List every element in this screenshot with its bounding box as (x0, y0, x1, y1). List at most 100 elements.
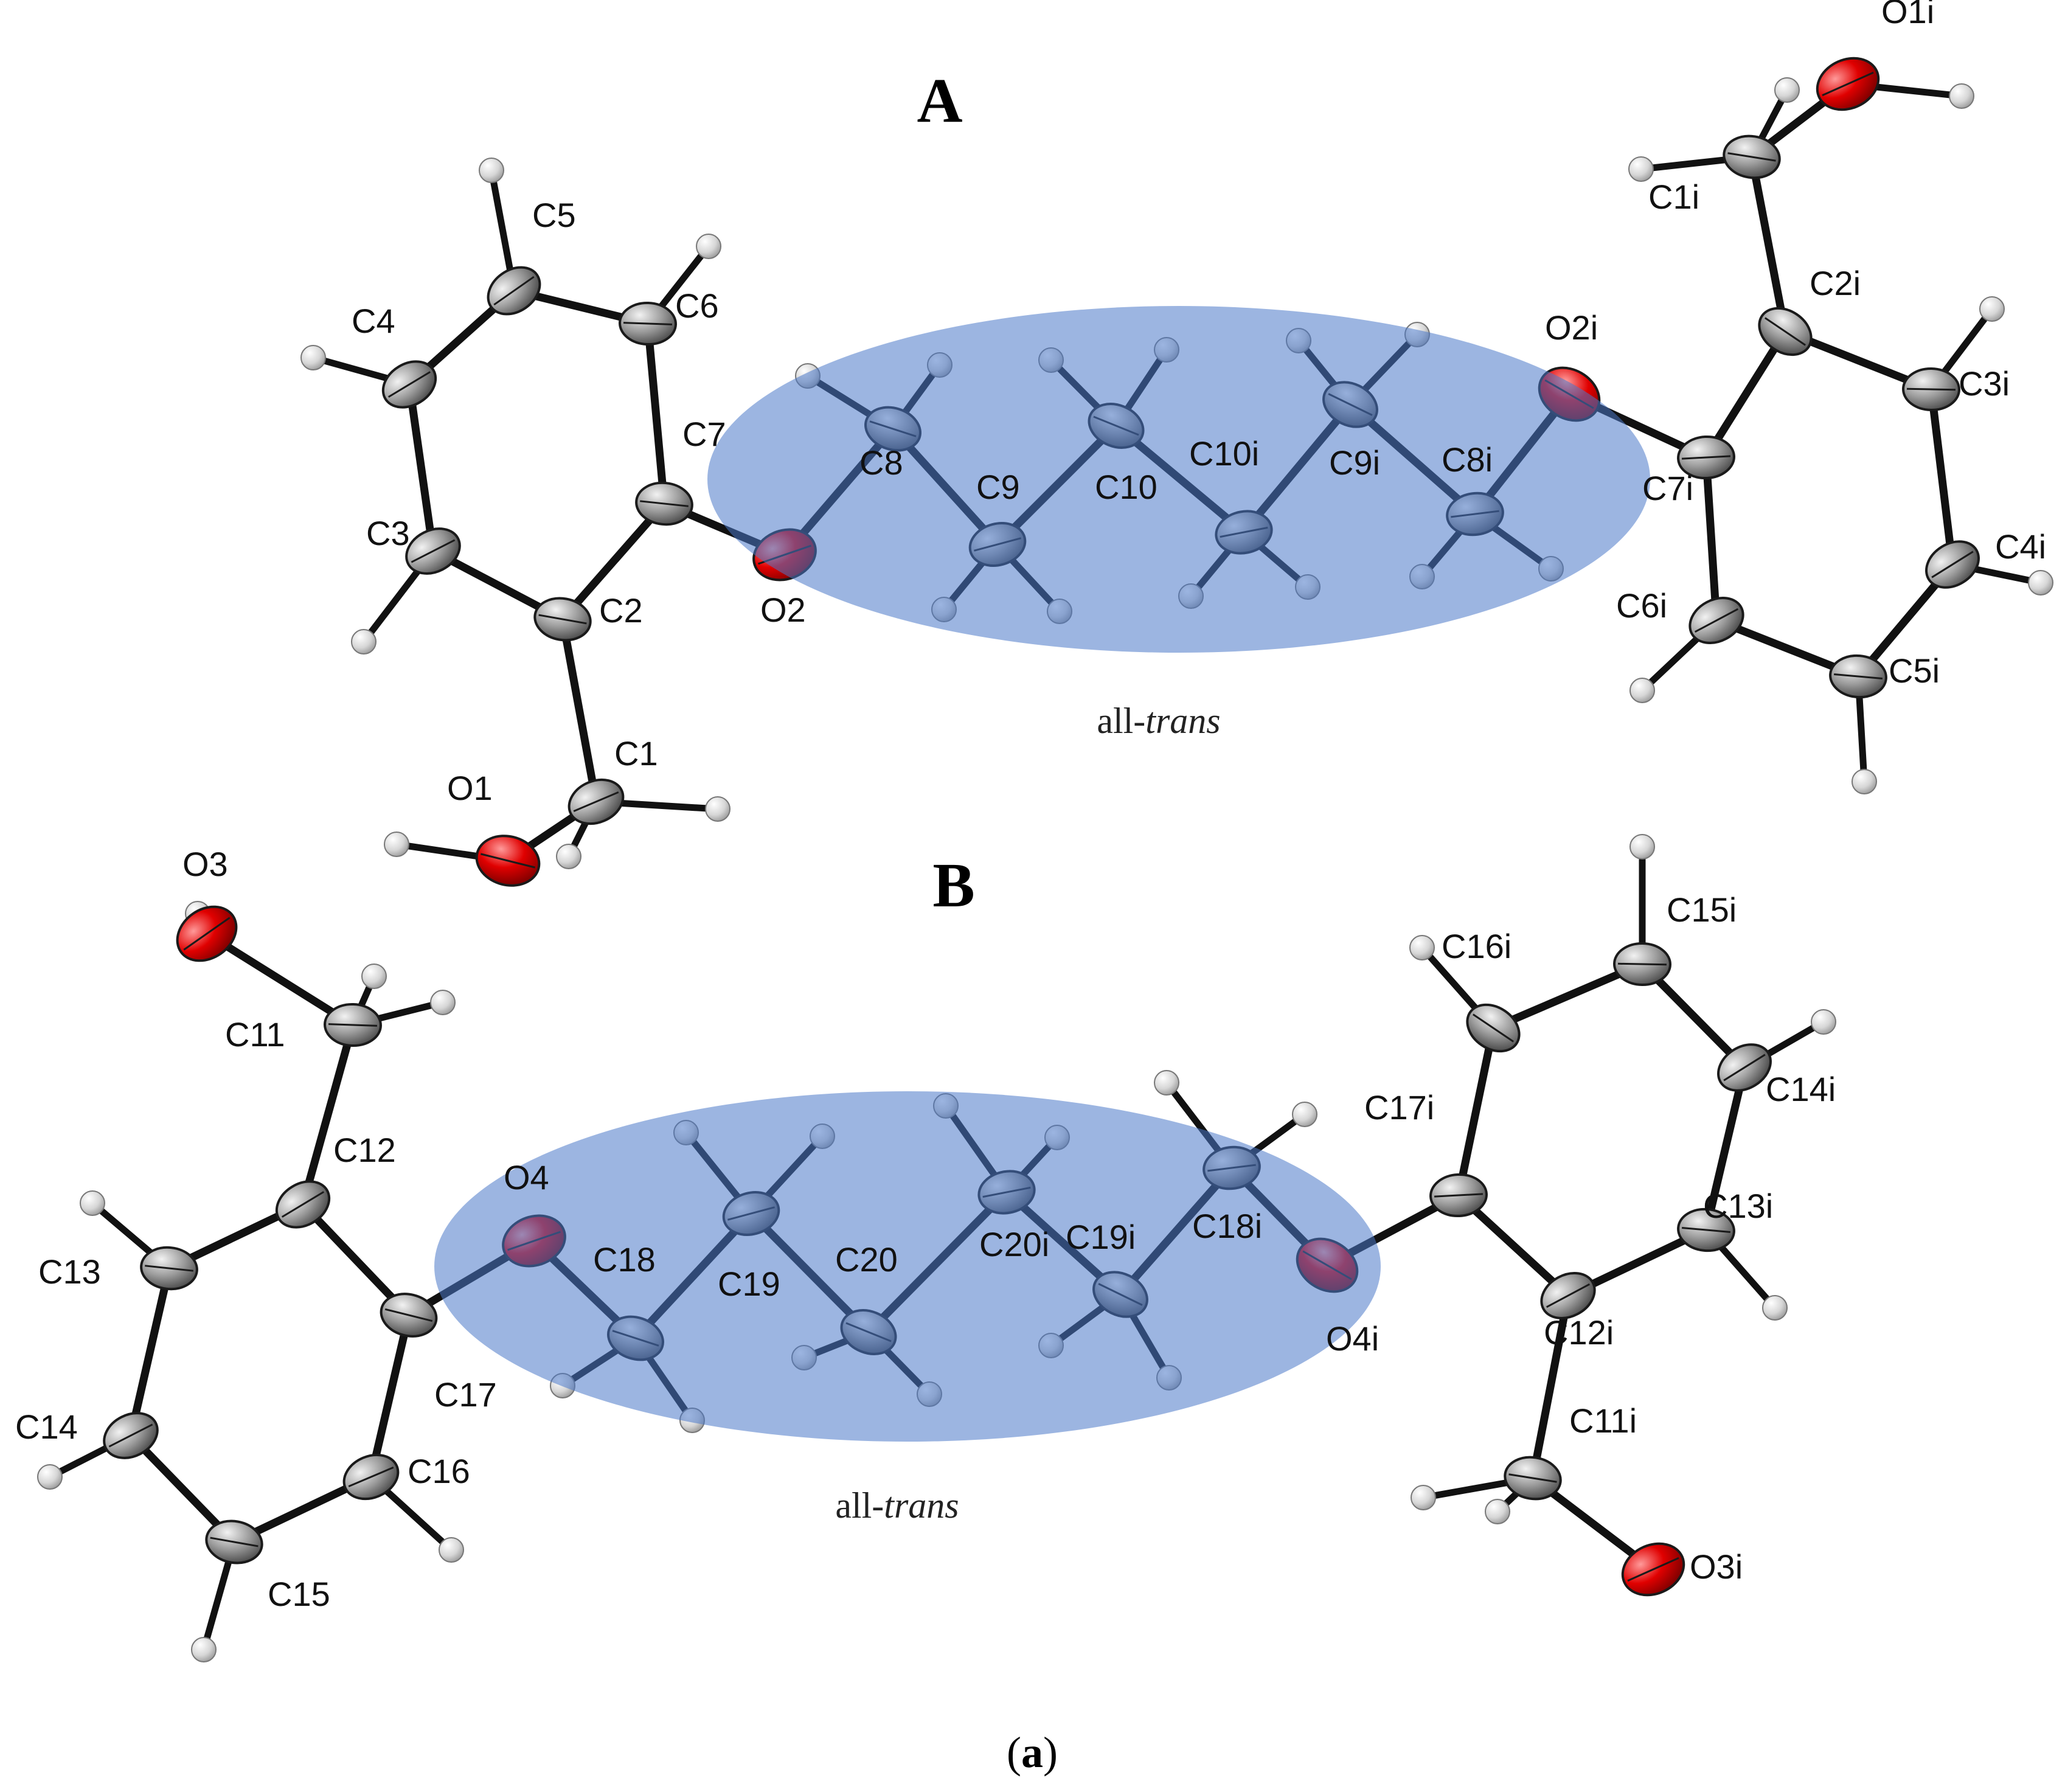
hydrogen-atom (1409, 935, 1435, 960)
atom-C11i (1504, 1456, 1562, 1501)
atom-C4 (381, 360, 437, 409)
atom-label-C10: C10 (1095, 468, 1157, 506)
atom-C2i (1758, 307, 1813, 356)
hydrogen-atom (1628, 156, 1654, 182)
atom-label-C2i: C2i (1810, 264, 1861, 302)
atom-label-C17: C17 (434, 1375, 497, 1414)
atom-label-C6: C6 (675, 287, 719, 325)
hydrogen-atom (2028, 570, 2053, 596)
atom-principal-axis-C17i (1434, 1193, 1484, 1198)
bond-C11-C12 (299, 1021, 357, 1209)
conformation-prefix: all- (835, 1485, 884, 1526)
atom-label-C1: C1 (614, 734, 658, 773)
atom-label-C20: C20 (835, 1240, 898, 1279)
atom-principal-axis-C2 (538, 614, 587, 625)
atom-C15 (205, 1519, 263, 1565)
bond-C12i-C11i (1529, 1291, 1572, 1482)
hydrogen-atom (361, 964, 387, 989)
atom-label-O2: O2 (760, 591, 806, 629)
hydrogen-atom (430, 990, 456, 1015)
atom-C12 (275, 1180, 331, 1229)
hydrogen-atom (696, 234, 721, 259)
atom-label-C8i: C8i (1442, 440, 1493, 479)
atom-principal-axis-C12 (281, 1191, 325, 1218)
molecule-a-title: A (917, 66, 962, 136)
bond-C14i-C13i (1702, 1063, 1749, 1234)
atom-label-C3i: C3i (1959, 364, 2010, 403)
atom-O3i (1621, 1542, 1685, 1597)
hydrogen-atom (80, 1190, 105, 1216)
atom-label-C11: C11 (225, 1015, 285, 1054)
atom-principal-axis-C16i (1472, 1013, 1515, 1043)
atom-label-C9i: C9i (1329, 443, 1380, 482)
conformation-prefix: all- (1097, 701, 1145, 741)
atom-C17 (380, 1293, 438, 1338)
atom-label-C19: C19 (718, 1265, 780, 1303)
hydrogen-atom (1774, 77, 1800, 103)
molecule-a-conformation-label: all-trans (1097, 701, 1220, 741)
bond-C13-C14 (127, 1264, 173, 1440)
atom-label-C18: C18 (593, 1240, 656, 1279)
bond-C2i-C1i (1747, 153, 1789, 336)
atom-label-C14i: C14i (1766, 1070, 1836, 1108)
atom-principal-axis-C5i (1834, 673, 1883, 679)
atom-principal-axis-C4i (1931, 550, 1974, 578)
atom-C13i (1677, 1207, 1735, 1252)
atom-principal-axis-C17 (384, 1308, 433, 1322)
atom-C5i (1829, 654, 1887, 699)
atom-label-C16: C16 (408, 1452, 470, 1490)
hydrogen-atom (1852, 769, 1877, 794)
atom-C2 (533, 597, 592, 642)
atom-label-C2: C2 (599, 591, 643, 630)
atom-label-O4i: O4i (1326, 1319, 1379, 1358)
hydrogen-atom (1949, 83, 1974, 109)
atom-principal-axis-C13i (1682, 1227, 1730, 1233)
hydrogen-atom (1292, 1102, 1317, 1127)
atom-principal-axis-C7i (1681, 455, 1731, 460)
hydrogen-atom (1629, 678, 1655, 703)
panel-label: (a) (1007, 1728, 1058, 1777)
hydrogen-atom (1762, 1295, 1788, 1321)
atom-label-C14: C14 (15, 1408, 78, 1446)
conformation-italic: trans (1145, 701, 1220, 741)
atom-C17i (1429, 1173, 1488, 1218)
molecule-b-title: B (932, 850, 974, 920)
hydrogen-atom (479, 158, 504, 183)
atom-O1i (1816, 57, 1880, 111)
atom-principal-axis-C5 (493, 276, 535, 306)
atom-C14 (103, 1412, 159, 1459)
atom-label-C13: C13 (38, 1252, 101, 1291)
bond-C2-C7 (558, 499, 668, 623)
atom-label-C13i: C13i (1703, 1187, 1773, 1225)
atom-C11 (324, 1002, 382, 1047)
hydrogen-atom (1411, 1485, 1436, 1510)
atom-principal-axis-C11i (1508, 1473, 1557, 1483)
atom-principal-axis-O1i (1822, 71, 1874, 97)
bond-C16-C17 (367, 1311, 413, 1481)
atom-principal-axis-C7 (640, 500, 689, 507)
atom-principal-axis-C4 (387, 371, 431, 398)
atom-C1i (1723, 134, 1781, 179)
molecule-b-conformation-label: all-trans (835, 1485, 959, 1526)
bond-O3-C11 (203, 929, 357, 1029)
atom-label-C15i: C15i (1667, 891, 1737, 929)
atom-label-C5i: C5i (1889, 651, 1940, 690)
atom-C14i (1717, 1043, 1772, 1092)
atom-principal-axis-O3 (183, 917, 231, 951)
atom-C7i (1677, 435, 1735, 480)
atom-O1 (475, 835, 541, 887)
hydrogen-atom (705, 796, 731, 822)
bond-C3i-C4i (1927, 385, 1957, 569)
atom-label-C12i: C12i (1544, 1313, 1614, 1352)
atom-principal-axis-C15 (210, 1537, 259, 1547)
atom-principal-axis-C3 (411, 539, 456, 563)
atom-label-C17i: C17i (1364, 1088, 1434, 1127)
hydrogen-atom (1485, 1499, 1510, 1524)
atom-label-O3: O3 (182, 845, 228, 883)
atom-label-O1: O1 (447, 769, 493, 807)
atom-C16i (1466, 1003, 1521, 1053)
atom-principal-axis-C14 (108, 1423, 153, 1448)
atom-label-C12: C12 (333, 1131, 396, 1169)
atom-label-C6i: C6i (1616, 586, 1667, 625)
